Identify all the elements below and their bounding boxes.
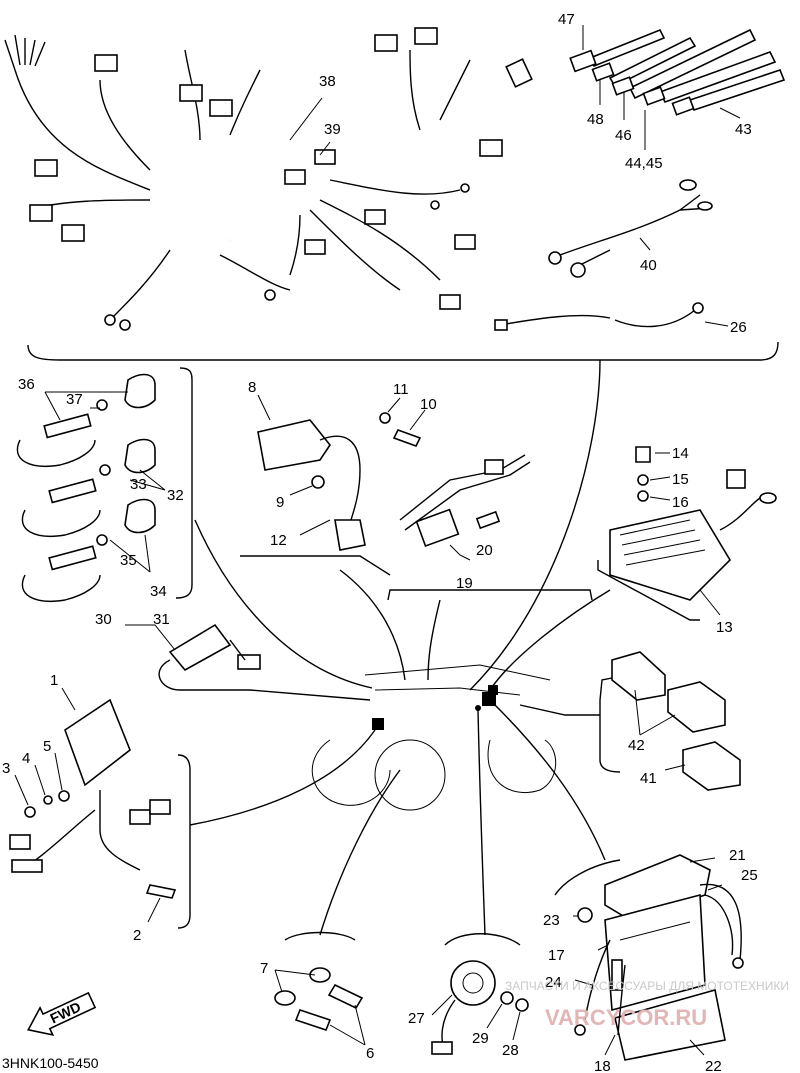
relay-unit <box>431 933 529 1055</box>
callout-1: 1 <box>50 672 58 689</box>
callout-36: 36 <box>18 376 35 393</box>
callout-14: 14 <box>672 445 689 462</box>
callout-46: 46 <box>615 127 632 144</box>
sensor-bracket <box>175 367 193 599</box>
fittings <box>274 931 364 1031</box>
rectifier-bracket <box>597 560 700 621</box>
callout-26: 26 <box>730 319 747 336</box>
callout-19: 19 <box>456 575 473 592</box>
callout-8: 8 <box>248 379 256 396</box>
callout-6: 6 <box>366 1045 374 1062</box>
battery-assembly <box>574 854 744 1061</box>
callout-43: 43 <box>735 121 752 138</box>
battery-bracket <box>554 859 621 896</box>
main-wire-harness <box>4 27 533 331</box>
callout-35: 35 <box>120 552 137 569</box>
callout-28: 28 <box>502 1042 519 1059</box>
callout-17: 17 <box>548 947 565 964</box>
diagram-code: 3HNK100-5450 <box>2 1055 99 1071</box>
callout-5: 5 <box>43 738 51 755</box>
harness-bracket <box>27 341 779 361</box>
callout-22: 22 <box>705 1058 722 1073</box>
callout-30: 30 <box>95 611 112 628</box>
relay-bracket <box>387 589 593 601</box>
callout-44-45: 44,45 <box>625 155 663 172</box>
cover-bracket <box>599 677 621 773</box>
callout-27: 27 <box>408 1010 425 1027</box>
fwd-arrow-icon: FWD <box>27 991 97 1037</box>
callout-7: 7 <box>260 960 268 977</box>
cdi-unit <box>9 698 177 899</box>
callout-39: 39 <box>324 121 341 138</box>
callout-16: 16 <box>672 494 689 511</box>
fwd-label: FWD <box>48 998 84 1026</box>
sensor-set <box>16 373 156 602</box>
callout-9: 9 <box>276 494 284 511</box>
callout-32: 32 <box>167 487 184 504</box>
vehicle-outline <box>311 664 557 811</box>
callout-3: 3 <box>2 760 10 777</box>
callout-33: 33 <box>130 476 147 493</box>
callout-2: 2 <box>133 927 141 944</box>
callout-23: 23 <box>543 912 560 929</box>
callout-29: 29 <box>472 1030 489 1047</box>
leader-39 <box>319 141 331 156</box>
cable-ties <box>569 28 786 116</box>
lead-26 <box>494 302 704 331</box>
callout-24: 24 <box>545 974 562 991</box>
sub-lead-40 <box>548 179 713 278</box>
callout-34: 34 <box>150 583 167 600</box>
leader-38 <box>289 97 323 141</box>
callout-15: 15 <box>672 471 689 488</box>
callout-41: 41 <box>640 770 657 787</box>
rectifier-regulator <box>609 446 777 601</box>
coil-bracket <box>240 555 391 576</box>
ignition-coil <box>257 412 422 551</box>
callout-40: 40 <box>640 257 657 274</box>
watermark-site: VARCYCOR.RU <box>545 1005 707 1030</box>
connector-covers <box>611 651 741 791</box>
callout-31: 31 <box>153 611 170 628</box>
callout-25: 25 <box>741 867 758 884</box>
callout-42: 42 <box>628 737 645 754</box>
callout-21: 21 <box>729 847 746 864</box>
watermark-tagline: ЗАПЧАСТИ И АКСЕССУАРЫ ДЛЯ МОТОТЕХНИКИ <box>505 979 789 993</box>
callout-48: 48 <box>587 111 604 128</box>
callout-10: 10 <box>420 396 437 413</box>
callout-47: 47 <box>558 11 575 28</box>
neutral-switch <box>158 623 261 691</box>
callout-12: 12 <box>270 532 287 549</box>
cdi-bracket <box>177 754 191 929</box>
callout-20: 20 <box>476 542 493 559</box>
callout-4: 4 <box>22 750 30 767</box>
callout-13: 13 <box>716 619 733 636</box>
callout-18: 18 <box>594 1058 611 1073</box>
callout-38: 38 <box>319 73 336 90</box>
callout-11: 11 <box>393 381 409 398</box>
starter-relay <box>399 454 531 548</box>
callout-37: 37 <box>66 391 83 408</box>
